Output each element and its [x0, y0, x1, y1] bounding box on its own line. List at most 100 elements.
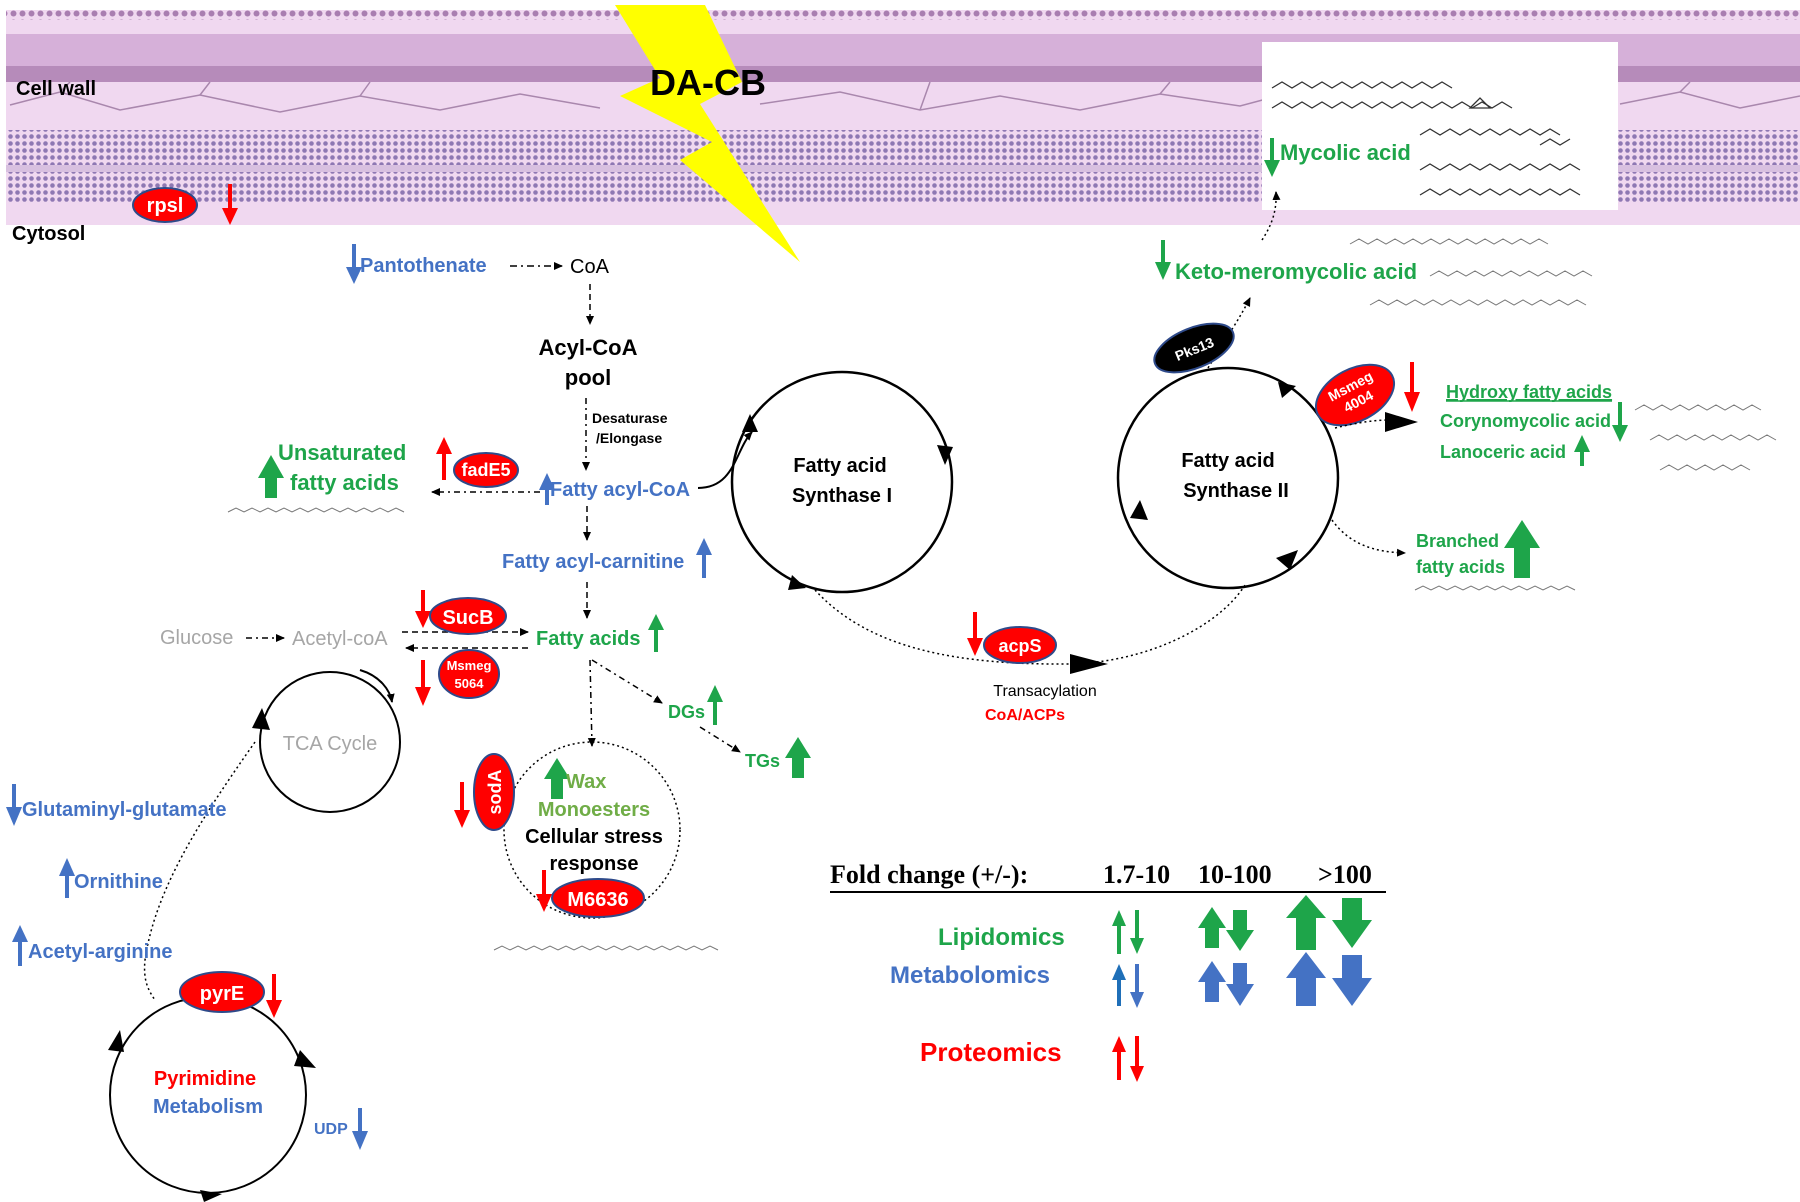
- legend-proteomics: Proteomics: [920, 1037, 1062, 1067]
- legend-metab-small-arrows-icon: [1112, 964, 1144, 1008]
- arrow-up-blue-icon: [12, 925, 28, 966]
- monoesters-label: Monoesters: [538, 799, 650, 821]
- stressor-label: DA-CB: [650, 62, 766, 103]
- arrow-down-blue-icon: [6, 784, 22, 826]
- lanoceric-label: Lanoceric acid: [1440, 442, 1566, 462]
- dgs-label: DGs: [668, 702, 705, 722]
- tca-cycle-arrow: [359, 669, 395, 703]
- arrow-acylcoa-fas1: [697, 431, 753, 489]
- mycolic-acid-label: Mycolic acid: [1280, 140, 1411, 165]
- tca-cycle-arrowhead-icon: [252, 708, 270, 730]
- branched-structure-icon: [1414, 585, 1576, 591]
- arrow-up-green-icon: [707, 685, 723, 725]
- wax-label: Wax: [566, 771, 606, 793]
- mycolic-acid-structure-icon: [1271, 81, 1581, 196]
- glutaminyl-glutamate-label: Glutaminyl-glutamate: [22, 799, 226, 821]
- fas1-arrowhead-icon: [788, 575, 806, 590]
- keto-to-mycolic-dotted: [1261, 191, 1281, 241]
- peptidoglycan-lines: [9, 81, 1800, 113]
- legend-lipid-small-arrows-icon: [1112, 910, 1144, 954]
- legend-metabolomics: Metabolomics: [890, 962, 1050, 989]
- wax-structure-icon: [493, 945, 719, 951]
- pyrimidine-label: Pyrimidine: [154, 1068, 256, 1090]
- pyrimidine-arrowhead-icon: [200, 1190, 222, 1202]
- lightning-bolt-icon: [615, 5, 800, 262]
- arrow-down-red-icon: [1404, 362, 1420, 412]
- pyrimidine-arrowhead-icon: [294, 1050, 316, 1068]
- transacylation-arrowhead-icon: [1070, 654, 1108, 674]
- arrow-down-green-icon: [1612, 402, 1628, 442]
- acyl-coa-pool-label-2: pool: [565, 365, 611, 390]
- branched-label-2: fatty acids: [1416, 557, 1505, 577]
- tca-cycle-label: TCA Cycle: [283, 733, 377, 755]
- svg-text:sodA: sodA: [485, 769, 505, 814]
- legend-metab-medium-arrows-icon: [1198, 961, 1254, 1006]
- legend-lipidomics: Lipidomics: [938, 924, 1065, 951]
- fatty-acyl-carnitine-label: Fatty acyl-carnitine: [502, 551, 684, 573]
- arrow-up-blue-icon: [539, 473, 555, 505]
- arrow-fas2-branched: [1331, 519, 1406, 557]
- protein-soda: sodA: [473, 753, 515, 831]
- protein-rpsl: rpsl: [132, 187, 198, 223]
- arrow-down-red-icon: [536, 870, 552, 912]
- stress-response-circle: [503, 741, 681, 919]
- legend-metab-large-arrows-icon: [1286, 952, 1372, 1006]
- arrow-down-red-icon: [222, 184, 238, 225]
- tca-cycle-circle: [259, 671, 401, 813]
- arrow-down-red-icon: [415, 660, 431, 706]
- svg-text:M6636: M6636: [567, 889, 628, 911]
- fas2-arrowhead-icon: [1278, 382, 1296, 398]
- arrow-up-green-icon: [1574, 435, 1590, 466]
- arrow-up-blue-icon: [696, 538, 712, 578]
- arrow-up-green-big-icon: [544, 758, 570, 799]
- svg-text:pyrE: pyrE: [200, 983, 244, 1005]
- fas1-arrowhead-icon: [742, 414, 758, 432]
- corynomycolic-label: Corynomycolic acid: [1440, 411, 1611, 431]
- udp-label: UDP: [314, 1121, 348, 1138]
- unsaturated-label: Unsaturated: [278, 440, 406, 465]
- legend-range-3: >100: [1318, 860, 1372, 889]
- desaturase-label-2: /Elongase: [596, 430, 662, 446]
- pyrimidine-arrowhead-icon: [108, 1030, 124, 1052]
- hydroxy-structure-icon: [1634, 404, 1777, 471]
- coa-label: CoA: [570, 256, 610, 278]
- protein-pyre: pyrE: [179, 971, 265, 1013]
- fas2-label-2: Synthase II: [1183, 480, 1289, 502]
- stress-label-2: response: [550, 853, 639, 875]
- coa-acps-label: CoA/ACPs: [985, 707, 1065, 724]
- arrow-up-blue-icon: [59, 858, 75, 898]
- cell-wall-label: Cell wall: [16, 78, 96, 100]
- protein-msmeg5064: Msmeg 5064: [438, 649, 500, 699]
- unsaturated-structure-icon: [227, 507, 405, 513]
- hydroxy-fatty-acids-label: Hydroxy fatty acids: [1446, 382, 1612, 402]
- fas1-label: Fatty acid: [793, 455, 886, 477]
- fatty-acids-label: Fatty acids: [536, 628, 640, 650]
- arrow-down-blue-icon: [352, 1108, 368, 1150]
- tca-to-pyrimidine-dotted: [143, 741, 256, 1001]
- fas2-arrowhead-icon: [1130, 500, 1148, 520]
- legend-lipid-large-arrows-icon: [1286, 895, 1372, 950]
- fas2-arrowhead-icon: [1276, 550, 1298, 570]
- branched-label: Branched: [1416, 531, 1499, 551]
- svg-text:SucB: SucB: [442, 607, 493, 629]
- fas-transacylation-dotted: [814, 584, 1246, 665]
- stress-label: Cellular stress: [525, 826, 663, 848]
- protein-sucb: SucB: [429, 597, 507, 635]
- hydroxy-arrowhead-icon: [1385, 412, 1418, 432]
- mycolic-acid-box: [1262, 42, 1618, 210]
- fatty-acyl-coa-label: Fatty acyl-CoA: [550, 479, 690, 501]
- arrow-down-green-icon: [1264, 138, 1280, 177]
- tgs-label: TGs: [745, 751, 780, 771]
- protein-pks13: Pks13: [1153, 322, 1235, 374]
- protein-m6636: M6636: [551, 878, 645, 918]
- svg-text:fadE5: fadE5: [461, 460, 510, 480]
- arrow-up-green-icon: [648, 614, 664, 652]
- arrow-down-red-icon: [415, 590, 431, 628]
- legend-proteomics-arrows-icon: [1112, 1036, 1144, 1082]
- protein-fade5: fadE5: [453, 452, 519, 488]
- acetyl-coa-label: Acetyl-coA: [292, 628, 388, 650]
- pantothenate-label: Pantothenate: [360, 255, 487, 277]
- legend-range-1: 1.7-10: [1103, 860, 1170, 889]
